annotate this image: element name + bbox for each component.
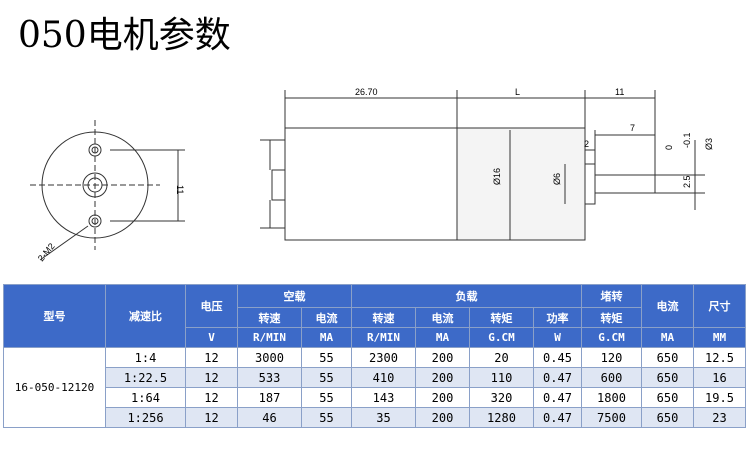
size-cell: 23	[693, 407, 746, 428]
dim-7: 7	[630, 123, 635, 133]
front-view	[30, 120, 185, 261]
no-load-current-cell: 55	[301, 407, 352, 428]
no-load-current-cell: 55	[301, 347, 352, 368]
header-no-load-speed: 转速	[237, 307, 302, 328]
side-view	[260, 90, 705, 241]
no-load-speed-cell: 187	[237, 387, 302, 408]
dim-6: Ø6	[552, 173, 562, 185]
dim-11: 11	[615, 87, 624, 97]
header-stall-torque: 转矩	[581, 307, 642, 328]
header-load-power: 功率	[533, 307, 582, 328]
header-no-load-current: 电流	[301, 307, 352, 328]
load-speed-cell: 143	[351, 387, 416, 408]
header-stall: 堵转	[581, 284, 642, 308]
unit-ma2: MA	[415, 327, 470, 348]
load-power-cell: 0.47	[533, 387, 582, 408]
load-speed-cell: 2300	[351, 347, 416, 368]
load-torque-cell: 20	[469, 347, 534, 368]
unit-gcm2: G.CM	[581, 327, 642, 348]
unit-ma3: MA	[641, 327, 694, 348]
header-load-torque: 转矩	[469, 307, 534, 328]
page-title: 050电机参数	[18, 15, 231, 56]
load-power-cell: 0.47	[533, 367, 582, 388]
no-load-speed-cell: 46	[237, 407, 302, 428]
stall-current-cell: 650	[641, 367, 694, 388]
load-current-cell: 200	[415, 367, 470, 388]
table-row: 1:64 12 187 55 143 200 320 0.47 1800 650…	[4, 387, 746, 408]
load-power-cell: 0.47	[533, 407, 582, 428]
spec-table: 型号 减速比 电压 空载 负载 堵转 电流 尺寸 转速 电流 转速 电流 转矩 …	[3, 284, 746, 428]
header-ratio: 减速比	[105, 284, 186, 348]
stall-torque-cell: 120	[581, 347, 642, 368]
no-load-current-cell: 55	[301, 367, 352, 388]
ratio-cell: 1:256	[105, 407, 186, 428]
table-row: 16-050-12120 1:4 12 3000 55 2300 200 20 …	[3, 347, 746, 428]
no-load-speed-cell: 533	[237, 367, 302, 388]
header-model: 型号	[3, 284, 106, 348]
ratio-cell: 1:64	[105, 387, 186, 408]
load-current-cell: 200	[415, 387, 470, 408]
header-no-load: 空载	[237, 284, 352, 308]
ratio-cell: 1:22.5	[105, 367, 186, 388]
load-current-cell: 200	[415, 347, 470, 368]
dim-3: Ø3	[704, 138, 714, 150]
load-power-cell: 0.45	[533, 347, 582, 368]
voltage-cell: 12	[185, 347, 238, 368]
load-torque-cell: 320	[469, 387, 534, 408]
header-load-speed: 转速	[351, 307, 416, 328]
model-cell: 16-050-12120	[3, 347, 106, 428]
dim-h11: 11	[175, 185, 185, 194]
unit-v: V	[185, 327, 238, 348]
no-load-current-cell: 55	[301, 387, 352, 408]
voltage-cell: 12	[185, 407, 238, 428]
unit-rmin2: R/MIN	[351, 327, 416, 348]
size-cell: 12.5	[693, 347, 746, 368]
header-size: 尺寸	[693, 284, 746, 328]
header-load-current: 电流	[415, 307, 470, 328]
size-cell: 16	[693, 367, 746, 388]
dim-l: L	[515, 87, 520, 97]
screw-label: 2-M2	[36, 241, 57, 263]
unit-mm: MM	[693, 327, 746, 348]
motor-drawing: 11 2-M2 26.70 L 11 7 2 Ø16 Ø6 Ø3 0 -0.1 …	[30, 87, 714, 263]
stall-current-cell: 650	[641, 347, 694, 368]
load-speed-cell: 410	[351, 367, 416, 388]
table-row: 1:256 12 46 55 35 200 1280 0.47 7500 650…	[4, 407, 746, 428]
header-current-top: 电流	[641, 284, 694, 328]
header-load: 负载	[351, 284, 582, 308]
load-current-cell: 200	[415, 407, 470, 428]
stall-torque-cell: 1800	[581, 387, 642, 408]
dim-tol-b: -0.1	[682, 132, 692, 148]
header-voltage: 电压	[185, 284, 238, 328]
dim-tol-a: 0	[664, 145, 674, 150]
dim-25: 2.5	[682, 175, 692, 188]
stall-current-cell: 650	[641, 407, 694, 428]
dim-a: 26.70	[355, 87, 378, 97]
voltage-cell: 12	[185, 387, 238, 408]
unit-rmin: R/MIN	[237, 327, 302, 348]
ratio-cell: 1:4	[105, 347, 186, 368]
stall-current-cell: 650	[641, 387, 694, 408]
load-speed-cell: 35	[351, 407, 416, 428]
stall-torque-cell: 600	[581, 367, 642, 388]
load-torque-cell: 110	[469, 367, 534, 388]
dim-2: 2	[584, 139, 589, 149]
unit-w: W	[533, 327, 582, 348]
stall-torque-cell: 7500	[581, 407, 642, 428]
unit-ma: MA	[301, 327, 352, 348]
voltage-cell: 12	[185, 367, 238, 388]
dim-16: Ø16	[492, 168, 502, 185]
load-torque-cell: 1280	[469, 407, 534, 428]
unit-gcm: G.CM	[469, 327, 534, 348]
table-row: 1:22.5 12 533 55 410 200 110 0.47 600 65…	[4, 367, 746, 388]
no-load-speed-cell: 3000	[237, 347, 302, 368]
size-cell: 19.5	[693, 387, 746, 408]
